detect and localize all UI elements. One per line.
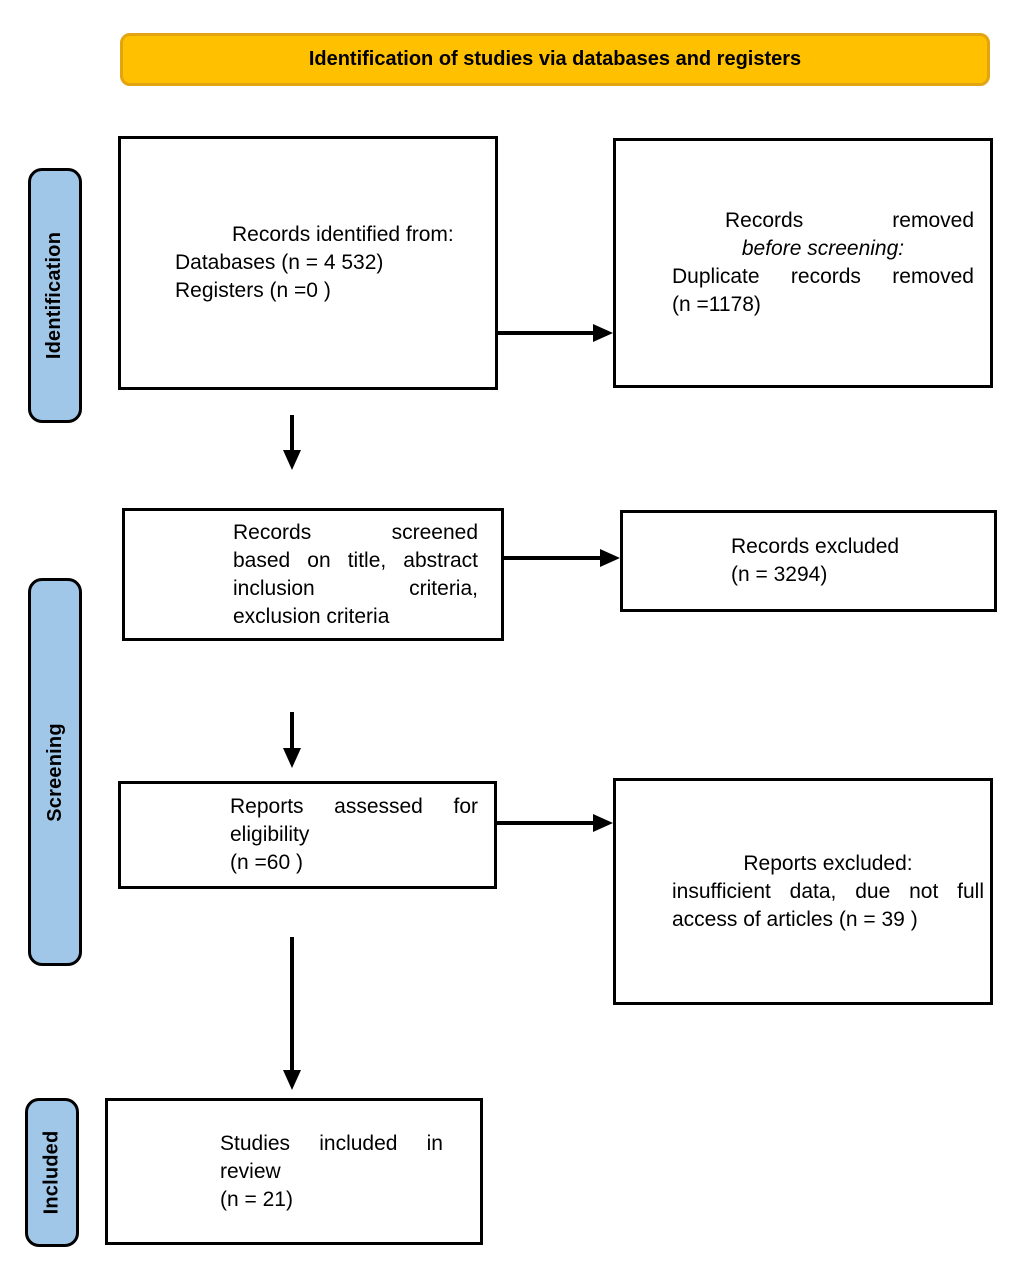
reports-assessed-line-2: eligibility <box>230 823 310 846</box>
arrow-identified-to-removed <box>497 324 613 342</box>
arrow-identified-to-screened <box>283 415 301 470</box>
reports-excluded-line-1: Reports excluded: <box>743 851 913 875</box>
arrow-down-icon <box>283 450 301 470</box>
reports-excluded-box: Reports excluded: insufficient data, due… <box>613 778 993 1005</box>
records-screened-line-2: based on title, abstract <box>233 548 478 572</box>
reports-assessed-line-3: (n =60 ) <box>230 851 303 874</box>
reports-excluded-line-3: access of articles (n = 39 ) <box>672 907 918 931</box>
records-removed-box: Records removed before screening: Duplic… <box>613 138 993 388</box>
records-excluded-line-1: Records excluded <box>731 535 900 558</box>
records-removed-line-2: before screening: <box>741 237 905 260</box>
records-identified-box: Records identified from: Databases (n = … <box>118 136 498 390</box>
records-excluded-line-2: (n = 3294) <box>731 563 828 586</box>
records-screened-line-3: inclusion criteria, <box>233 576 478 600</box>
arrow-down-icon <box>283 748 301 768</box>
studies-included-line-1: Studies included in <box>220 1131 443 1155</box>
arrow-assessed-to-reports-excluded <box>497 814 613 832</box>
arrow-shaft <box>290 712 294 754</box>
arrow-shaft <box>290 415 294 456</box>
reports-assessed-box: Reports assessed for eligibility (n =60 … <box>118 781 497 889</box>
arrow-right-icon <box>600 549 620 567</box>
arrow-assessed-to-included <box>283 937 301 1090</box>
studies-included-line-3: (n = 21) <box>220 1187 293 1211</box>
stage-label-identification: Identification <box>28 168 82 423</box>
arrow-shaft <box>497 821 599 825</box>
records-screened-line-4: exclusion criteria <box>233 604 390 628</box>
arrow-shaft <box>504 556 606 560</box>
arrow-down-icon <box>283 1070 301 1090</box>
title-banner-label: Identification of studies via databases … <box>308 48 802 70</box>
arrow-right-icon <box>593 814 613 832</box>
studies-included-line-2: review <box>220 1159 281 1183</box>
records-identified-line-2: Databases (n = 4 532) <box>175 251 384 274</box>
studies-included-box: Studies included in review (n = 21) <box>105 1098 483 1245</box>
records-removed-line-3: Duplicate records removed <box>672 265 974 288</box>
records-removed-line-1: Records removed <box>725 209 974 232</box>
reports-excluded-line-2: insufficient data, due not full <box>672 879 984 903</box>
title-banner: Identification of studies via databases … <box>120 33 990 86</box>
records-identified-line-1: Records identified from: <box>232 223 454 246</box>
records-screened-line-1: Records screened <box>233 520 478 544</box>
stage-label-identification-text: Identification <box>43 231 66 360</box>
stage-label-included: Included <box>25 1098 79 1247</box>
stage-label-screening-text: Screening <box>43 722 66 822</box>
arrow-right-icon <box>593 324 613 342</box>
arrow-shaft <box>290 937 294 1076</box>
records-screened-box: Records screened based on title, abstrac… <box>122 508 504 641</box>
records-removed-line-4: (n =1178) <box>672 293 761 316</box>
stage-label-included-text: Included <box>40 1130 63 1215</box>
arrow-screened-to-excluded <box>504 549 620 567</box>
arrow-shaft <box>497 331 599 335</box>
records-identified-line-3: Registers (n =0 ) <box>175 279 331 302</box>
reports-assessed-line-1: Reports assessed for <box>230 795 478 818</box>
records-excluded-box: Records excluded (n = 3294) <box>620 510 997 612</box>
stage-label-screening: Screening <box>28 578 82 966</box>
arrow-screened-to-assessed <box>283 712 301 768</box>
